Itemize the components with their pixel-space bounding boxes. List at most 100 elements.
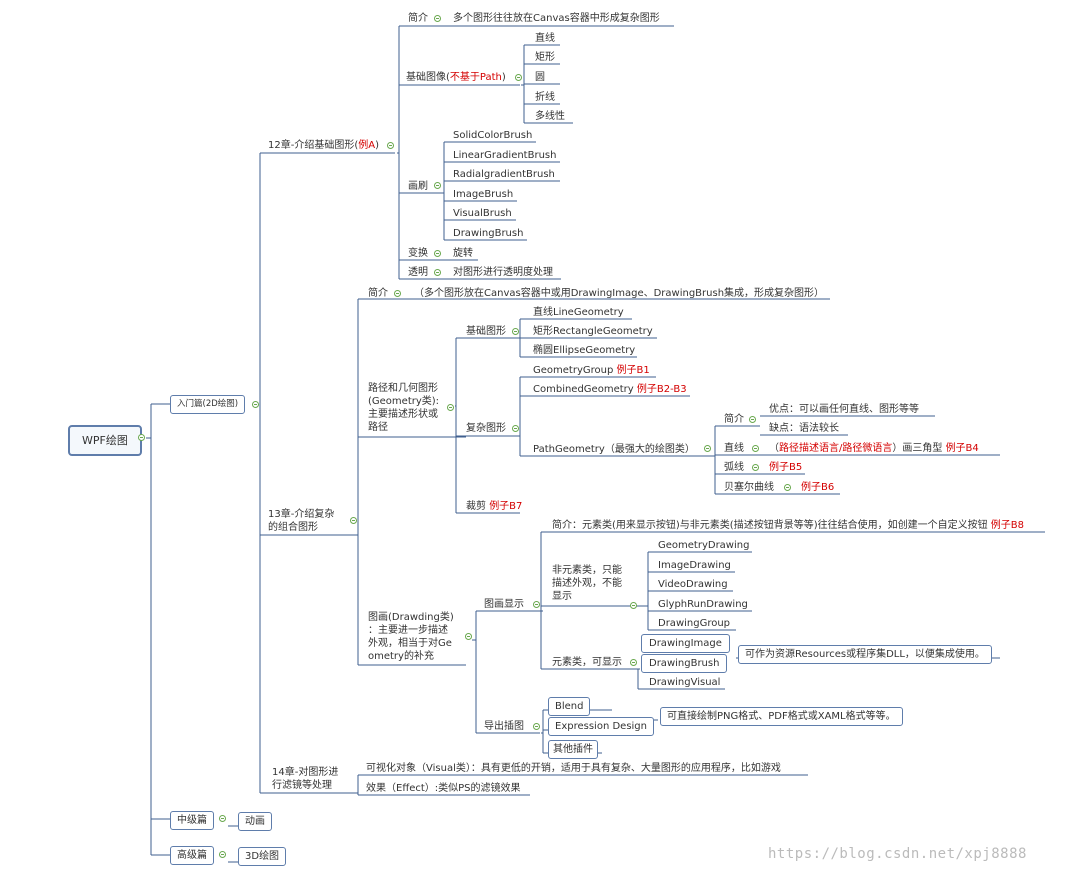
transform-item-rotate[interactable]: 旋转 bbox=[453, 247, 473, 260]
el-drawing-brush[interactable]: DrawingBrush bbox=[641, 654, 728, 673]
pg-arc-collapse-icon[interactable] bbox=[752, 464, 759, 471]
brush-item-image[interactable]: ImageBrush bbox=[453, 188, 513, 201]
pg-intro-node[interactable]: 简介 bbox=[724, 413, 744, 426]
ch13-intro-text[interactable]: （多个图形放在Canvas容器中或用DrawingImage、DrawingBr… bbox=[414, 287, 824, 300]
export-node[interactable]: 导出插图 bbox=[484, 720, 524, 733]
geo-basic-node[interactable]: 基础图形 bbox=[466, 325, 506, 338]
ne-drawing-group[interactable]: DrawingGroup bbox=[658, 617, 730, 630]
pg-advantage[interactable]: 优点：可以画任何直线、图形等等 bbox=[769, 403, 919, 416]
el-drawing-visual[interactable]: DrawingVisual bbox=[649, 676, 720, 689]
ch12-transform-collapse-icon[interactable] bbox=[434, 250, 441, 257]
geo-complex-collapse-icon[interactable] bbox=[512, 425, 519, 432]
path-geometry-item[interactable]: PathGeometry（最强大的绘图类） bbox=[533, 443, 695, 456]
ch12-transform-node[interactable]: 变换 bbox=[408, 247, 428, 260]
ch12-intro-collapse-icon[interactable] bbox=[434, 15, 441, 22]
root-collapse-icon[interactable] bbox=[138, 434, 145, 441]
geo-basic-collapse-icon[interactable] bbox=[512, 328, 519, 335]
element-note[interactable]: 可作为资源Resources或程序集DLL，以便集成使用。 bbox=[738, 645, 992, 664]
brush-item-solid[interactable]: SolidColorBrush bbox=[453, 129, 532, 142]
advanced-node[interactable]: 高级篇 bbox=[170, 846, 214, 865]
pg-intro-collapse-icon[interactable] bbox=[749, 416, 756, 423]
opacity-item[interactable]: 对图形进行透明度处理 bbox=[453, 266, 553, 279]
geo-complex-node[interactable]: 复杂图形 bbox=[466, 422, 506, 435]
ch12-basic-collapse-icon[interactable] bbox=[515, 74, 522, 81]
ch12-opacity-collapse-icon[interactable] bbox=[434, 269, 441, 276]
ch13-drawing-collapse-icon[interactable] bbox=[465, 633, 472, 640]
display-collapse-icon[interactable] bbox=[533, 601, 540, 608]
ch14-node[interactable]: 14章-对图形进 行滤镜等处理 bbox=[272, 766, 338, 792]
basic-item-line[interactable]: 直线 bbox=[535, 32, 555, 45]
geo-rect-item[interactable]: 矩形RectangleGeometry bbox=[533, 325, 653, 338]
display-node[interactable]: 图画显示 bbox=[484, 598, 524, 611]
ch13-geometry-node[interactable]: 路径和几何图形 (Geometry类): 主要描述形状或 路径 bbox=[368, 382, 439, 434]
intro-node[interactable]: 入门篇(2D绘图) bbox=[170, 395, 246, 414]
ne-geometry-drawing-label: GeometryDrawing bbox=[658, 540, 750, 551]
export-other[interactable]: 其他插件 bbox=[548, 740, 598, 759]
ch13-node[interactable]: 13章-介绍复杂 的组合图形 bbox=[268, 508, 334, 534]
middle-collapse-icon[interactable] bbox=[219, 815, 226, 822]
geometry-group-item[interactable]: GeometryGroup 例子B1 bbox=[533, 364, 650, 377]
basic-item-polyline[interactable]: 折线 bbox=[535, 91, 555, 104]
ch12-intro-text[interactable]: 多个图形往往放在Canvas容器中形成复杂图形 bbox=[453, 12, 660, 25]
pg-arc-node[interactable]: 弧线 bbox=[724, 461, 744, 474]
basic-item-multiline[interactable]: 多线性 bbox=[535, 110, 565, 123]
middle-node[interactable]: 中级篇 bbox=[170, 811, 214, 830]
export-note[interactable]: 可直接绘制PNG格式、PDF格式或XAML格式等等。 bbox=[660, 707, 903, 726]
ch12-brush-node[interactable]: 画刷 bbox=[408, 180, 428, 193]
pg-bezier-collapse-icon[interactable] bbox=[784, 484, 791, 491]
brush-item-visual[interactable]: VisualBrush bbox=[453, 207, 512, 220]
ne-video-drawing[interactable]: VideoDrawing bbox=[658, 578, 728, 591]
geo-ellipse-item[interactable]: 椭圆EllipseGeometry bbox=[533, 344, 635, 357]
ne-glyphrun-drawing[interactable]: GlyphRunDrawing bbox=[658, 598, 748, 611]
ch12-opacity-node[interactable]: 透明 bbox=[408, 266, 428, 279]
export-expression-design[interactable]: Expression Design bbox=[548, 717, 654, 736]
element-collapse-icon[interactable] bbox=[630, 659, 637, 666]
animation-node[interactable]: 动画 bbox=[238, 812, 272, 831]
ch12-basic-node[interactable]: 基础图像(不基于Path) bbox=[406, 71, 506, 84]
pg-disadvantage[interactable]: 缺点：语法较长 bbox=[769, 422, 839, 435]
non-element-node[interactable]: 非元素类，只能 描述外观，不能 显示 bbox=[552, 564, 622, 603]
intro-label: 入门篇(2D绘图) bbox=[177, 399, 239, 409]
ch14-effect[interactable]: 效果（Effect）:类似PS的滤镜效果 bbox=[366, 782, 521, 795]
brush-item-drawing[interactable]: DrawingBrush bbox=[453, 227, 523, 240]
non-element-collapse-icon[interactable] bbox=[630, 602, 637, 609]
ne-geometry-drawing[interactable]: GeometryDrawing bbox=[658, 539, 749, 552]
basic-item-circle[interactable]: 圆 bbox=[535, 71, 545, 84]
ne-image-drawing[interactable]: ImageDrawing bbox=[658, 559, 731, 572]
combined-geometry-item[interactable]: CombinedGeometry 例子B2-B3 bbox=[533, 383, 687, 396]
ch13-geometry-collapse-icon[interactable] bbox=[447, 404, 454, 411]
root-node[interactable]: WPF绘图 bbox=[68, 425, 142, 456]
export-collapse-icon[interactable] bbox=[533, 723, 540, 730]
ch12-collapse-icon[interactable] bbox=[387, 142, 394, 149]
brush-item-linear[interactable]: LinearGradientBrush bbox=[453, 149, 556, 162]
middle-label: 中级篇 bbox=[177, 815, 207, 826]
geometry-group-label: GeometryGroup bbox=[533, 365, 617, 376]
intro-collapse-icon[interactable] bbox=[252, 401, 259, 408]
pg-line-text[interactable]: （路径描述语言/路径微语言）画三角型 例子B4 bbox=[769, 442, 979, 455]
ch13-collapse-icon[interactable] bbox=[350, 517, 357, 524]
pg-line-node[interactable]: 直线 bbox=[724, 442, 744, 455]
ch13-intro-node[interactable]: 简介 bbox=[368, 287, 388, 300]
element-node[interactable]: 元素类，可显示 bbox=[552, 656, 622, 669]
export-blend[interactable]: Blend bbox=[548, 697, 591, 716]
pg-line-collapse-icon[interactable] bbox=[752, 445, 759, 452]
pg-bezier-example[interactable]: 例子B6 bbox=[801, 481, 834, 494]
advanced-collapse-icon[interactable] bbox=[219, 851, 226, 858]
ch12-intro-node[interactable]: 简介 bbox=[408, 12, 428, 25]
ch14-visual[interactable]: 可视化对象（Visual类）：具有更低的开销，适用于具有复杂、大量图形的应用程序… bbox=[366, 762, 781, 775]
pg-bezier-node[interactable]: 贝塞尔曲线 bbox=[724, 481, 774, 494]
el-drawing-image[interactable]: DrawingImage bbox=[641, 634, 730, 653]
ch13-intro-collapse-icon[interactable] bbox=[394, 290, 401, 297]
basic-item-rect[interactable]: 矩形 bbox=[535, 51, 555, 64]
clip-node[interactable]: 裁剪 例子B7 bbox=[466, 500, 522, 513]
path-geometry-collapse-icon[interactable] bbox=[704, 445, 711, 452]
ch12-node[interactable]: 12章-介绍基础图形(例A) bbox=[268, 139, 379, 152]
non-element-label: 非元素类，只能 描述外观，不能 显示 bbox=[552, 565, 622, 602]
pg-arc-example[interactable]: 例子B5 bbox=[769, 461, 802, 474]
ch12-brush-collapse-icon[interactable] bbox=[434, 182, 441, 189]
brush-item-radial[interactable]: RadialgradientBrush bbox=[453, 168, 555, 181]
geo-line-item[interactable]: 直线LineGeometry bbox=[533, 306, 624, 319]
display-intro[interactable]: 简介：元素类(用来显示按钮)与非元素类(描述按钮背景等等)往往结合使用，如创建一… bbox=[552, 519, 1024, 532]
ch13-drawing-node[interactable]: 图画(Drawding类) ：主要进一步描述 外观，相当于对Ge ometry的… bbox=[368, 611, 454, 663]
3d-drawing-node[interactable]: 3D绘图 bbox=[238, 847, 287, 866]
